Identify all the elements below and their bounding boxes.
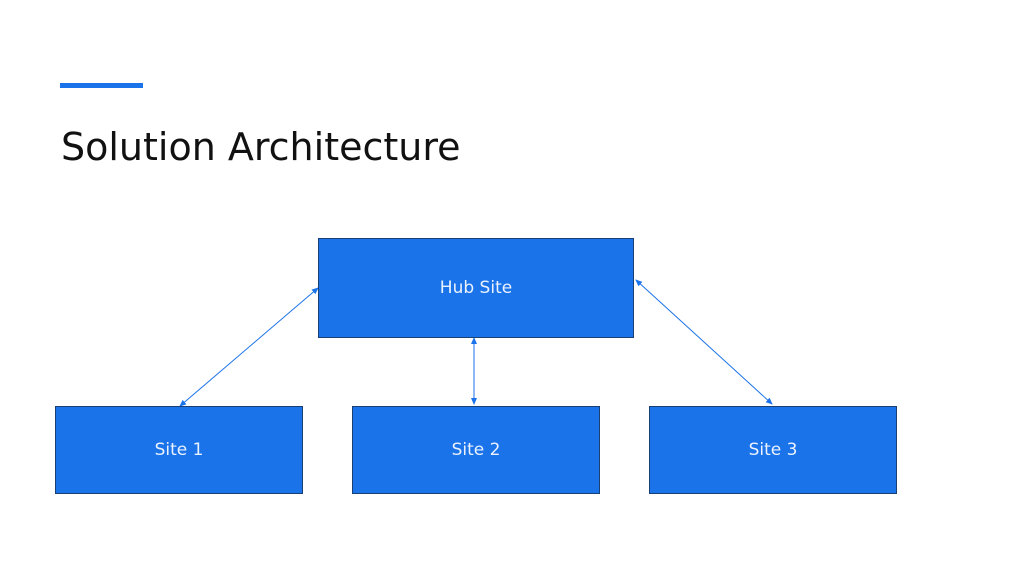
slide-title: Solution Architecture	[61, 125, 461, 169]
site-3-label: Site 3	[748, 440, 798, 460]
title-accent-bar	[60, 83, 143, 88]
connector-hub-site1	[179, 287, 319, 407]
site-1-label: Site 1	[154, 440, 204, 460]
hub-site-node[interactable]: Hub Site	[318, 238, 634, 338]
site-3-node[interactable]: Site 3	[649, 406, 897, 494]
site-1-node[interactable]: Site 1	[55, 406, 303, 494]
hub-site-label: Hub Site	[439, 278, 513, 298]
site-2-label: Site 2	[451, 440, 501, 460]
site-2-node[interactable]: Site 2	[352, 406, 600, 494]
connector-hub-site3	[635, 279, 773, 405]
